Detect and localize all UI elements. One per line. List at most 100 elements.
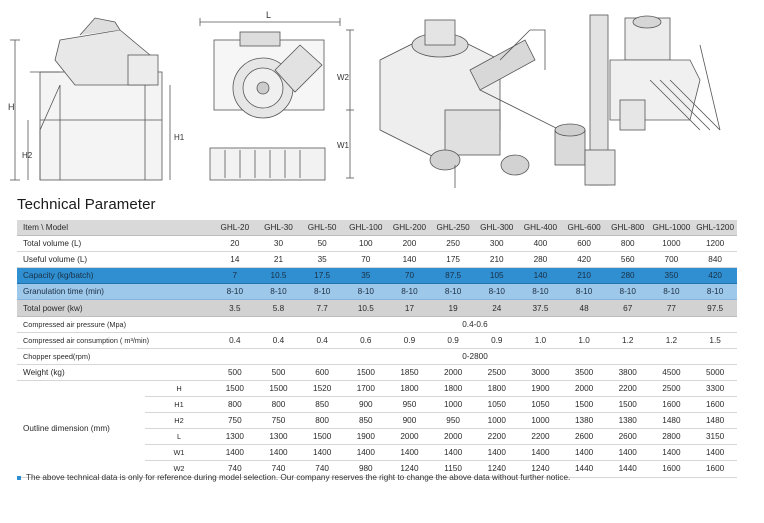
cell-value: 1600	[693, 396, 737, 414]
cell-value: 1500	[343, 364, 388, 381]
cell-value: 500	[256, 364, 301, 381]
cell-value: 280	[605, 267, 650, 285]
cell-value: 8-10	[431, 283, 475, 301]
cell-value: 2200	[605, 380, 650, 398]
cell-value: 19	[431, 299, 475, 317]
sub-label: W2	[145, 460, 213, 478]
cell-value: 4500	[649, 364, 694, 381]
cell-value: 700	[649, 251, 694, 269]
cell-value: 8-10	[649, 283, 694, 301]
cell-value: 77	[649, 299, 694, 317]
cell-value: 8-10	[343, 283, 388, 301]
cell-value: 140	[518, 267, 563, 285]
cell-value: 900	[343, 396, 388, 414]
cell-value: 1240	[518, 460, 563, 478]
cell-value: 0.4	[300, 332, 344, 349]
side-view-drawing	[10, 17, 171, 181]
cell-value: 560	[605, 251, 650, 269]
cell-value: 35	[300, 251, 344, 269]
cell-value: 800	[300, 412, 344, 430]
large-model-drawing	[554, 14, 721, 186]
label-H1: H1	[174, 133, 185, 142]
model-header: GHL-800	[605, 220, 650, 237]
cell-value: 1400	[693, 444, 737, 462]
cell-value: 8-10	[213, 283, 257, 301]
cell-value: 1400	[605, 444, 650, 462]
front-view-drawing	[199, 18, 354, 181]
model-header: GHL-1200	[693, 220, 737, 237]
cell-value: 1600	[693, 460, 737, 478]
cell-value: 2000	[562, 380, 606, 398]
cell-value: 1440	[562, 460, 606, 478]
cell-value: 1000	[518, 412, 563, 430]
cell-value: 1500	[213, 380, 257, 398]
cell-value: 1150	[431, 460, 475, 478]
cell-value: 900	[387, 412, 432, 430]
header-label: Item \ Model	[17, 220, 213, 237]
disclaimer-note: The above technical data is only for ref…	[17, 473, 570, 482]
cell-value: 800	[256, 396, 301, 414]
cell-value: 2500	[649, 380, 694, 398]
cell-value: 100	[343, 235, 388, 253]
cell-value: 210	[474, 251, 519, 269]
cell-value: 8-10	[387, 283, 432, 301]
cell-value: 1.2	[605, 332, 650, 349]
row-label: Compressed air pressure (Mpa)	[17, 316, 213, 333]
cell-value: 1000	[431, 396, 475, 414]
sub-label: L	[145, 428, 213, 446]
cell-value: 2500	[474, 364, 519, 381]
cell-value: 850	[300, 396, 344, 414]
model-header: GHL-400	[518, 220, 563, 237]
cell-value: 105	[474, 267, 519, 285]
cell-value: 3500	[562, 364, 606, 381]
cell-value: 97.5	[693, 299, 737, 317]
cell-value: 175	[431, 251, 475, 269]
cell-value: 1440	[605, 460, 650, 478]
cell-value: 8-10	[518, 283, 563, 301]
cell-value: 750	[256, 412, 301, 430]
cell-value: 1700	[343, 380, 388, 398]
cell-value: 48	[562, 299, 606, 317]
row-label: Useful volume (L)	[17, 251, 213, 269]
cell-value: 800	[605, 235, 650, 253]
row-label: Compressed air consumption ( m³/min)	[17, 332, 213, 349]
row-label: Total power (kw)	[17, 299, 213, 317]
cell-value: 500	[213, 364, 257, 381]
cell-value: 1850	[387, 364, 432, 381]
note-text: The above technical data is only for ref…	[26, 473, 571, 482]
cell-value: 1400	[256, 444, 301, 462]
cell-value: 200	[387, 235, 432, 253]
cell-value: 2600	[605, 428, 650, 446]
cell-value: 800	[213, 396, 257, 414]
cell-value: 2200	[474, 428, 519, 446]
model-header: GHL-300	[474, 220, 519, 237]
cell-value: 0-2800	[213, 348, 737, 365]
model-header: GHL-50	[300, 220, 344, 237]
cell-value: 1000	[649, 235, 694, 253]
cell-value: 0.9	[474, 332, 519, 349]
cell-value: 8-10	[256, 283, 301, 301]
cell-value: 1380	[562, 412, 606, 430]
cell-value: 1.0	[562, 332, 606, 349]
cell-value: 20	[213, 235, 257, 253]
cell-value: 0.9	[387, 332, 432, 349]
cell-value: 0.4	[256, 332, 301, 349]
cell-value: 1500	[300, 428, 344, 446]
cell-value: 30	[256, 235, 301, 253]
cell-value: 210	[562, 267, 606, 285]
cell-value: 1900	[518, 380, 563, 398]
cell-value: 87.5	[431, 267, 475, 285]
table-row: Compressed air pressure (Mpa)0.4-0.6	[17, 316, 737, 333]
cell-value: 14	[213, 251, 257, 269]
cell-value: 1800	[387, 380, 432, 398]
cell-value: 1400	[431, 444, 475, 462]
cell-value: 0.4	[213, 332, 257, 349]
